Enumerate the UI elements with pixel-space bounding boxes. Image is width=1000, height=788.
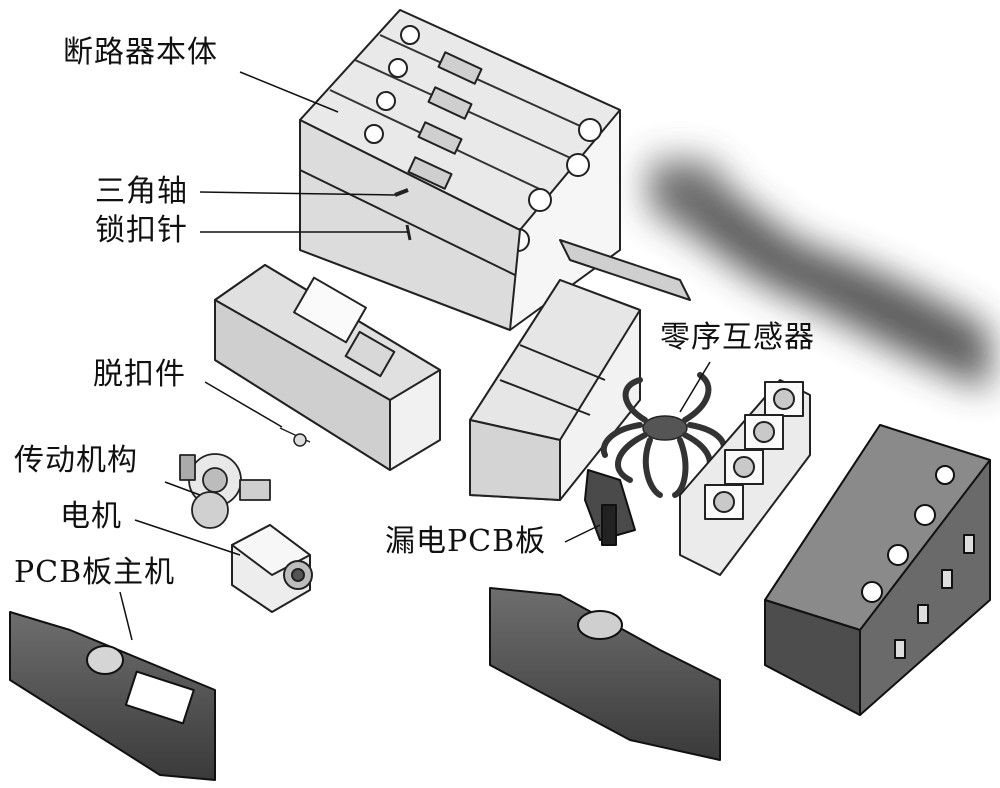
- label-lock-pin: 锁扣针: [95, 213, 188, 248]
- motor-part: [231, 524, 313, 613]
- label-leak-pcb: 漏电PCB板: [385, 524, 547, 559]
- breaker-body-part: [299, 9, 691, 331]
- leader-trip-part: [204, 381, 283, 428]
- leader-transmission: [164, 481, 201, 496]
- leader-triangle-shaft: [199, 191, 396, 196]
- cover-box-part: [764, 424, 991, 716]
- label-breaker-body: 断路器本体: [63, 35, 218, 70]
- label-triangle-shaft: 三角轴: [95, 174, 188, 209]
- leader-pcb-main: [119, 591, 133, 641]
- pcb-main-part: [9, 611, 216, 781]
- label-zero-seq-ct: 零序互感器: [660, 320, 815, 355]
- leader-motor: [134, 519, 241, 556]
- leak-pcb-part: [584, 469, 636, 546]
- background-shadow: [650, 160, 990, 390]
- transmission-part: [179, 453, 271, 529]
- label-transmission: 传动机构: [14, 443, 138, 478]
- trip-pin-part: [279, 427, 311, 447]
- leader-breaker-body: [239, 71, 339, 113]
- base-plate-part: [489, 587, 721, 761]
- terminal-block-part: [679, 379, 811, 576]
- leader-leak-pcb: [564, 524, 601, 543]
- zero-sequence-ct-part: [600, 372, 727, 498]
- label-trip-part: 脱扣件: [93, 357, 186, 392]
- leader-zero-seq-ct: [679, 361, 711, 413]
- trip-housing-part: [214, 264, 441, 471]
- leak-housing-part: [469, 279, 641, 501]
- label-pcb-main: PCB板主机: [14, 555, 176, 590]
- leader-lines: [119, 71, 711, 641]
- label-motor: 电机: [60, 499, 122, 534]
